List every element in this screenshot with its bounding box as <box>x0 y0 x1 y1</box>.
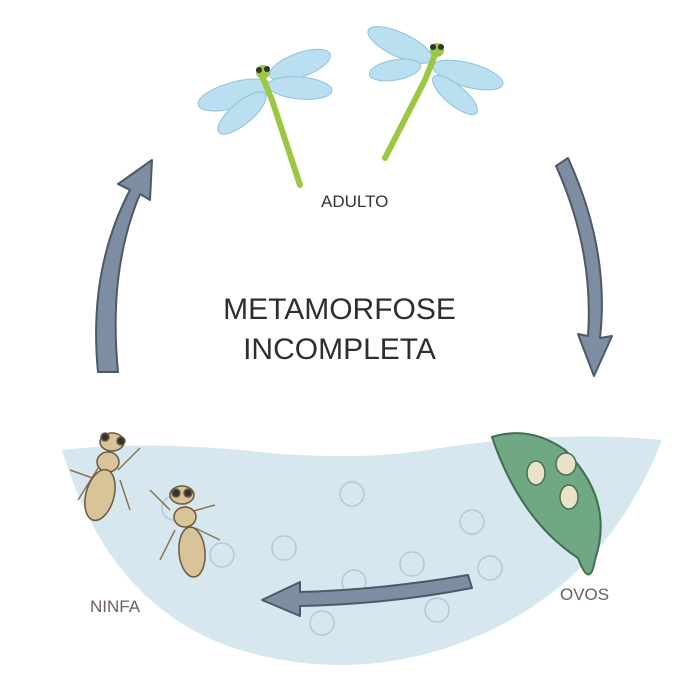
nymph-2 <box>149 485 221 578</box>
nymph-1 <box>69 432 141 522</box>
leaf-with-eggs <box>490 432 602 576</box>
title-line-2: INCOMPLETA <box>243 333 436 366</box>
label-nymph: NINFA <box>90 597 141 616</box>
water <box>62 436 662 665</box>
arrow-adult-to-eggs <box>555 157 613 377</box>
label-adult: ADULTO <box>321 192 389 211</box>
arrow-eggs-to-nymph <box>261 574 473 617</box>
cycle-arrows <box>95 157 613 617</box>
title-line-1: METAMORFOSE <box>223 293 456 326</box>
arrow-nymph-to-adult <box>95 159 153 373</box>
dragonfly-left <box>197 48 333 188</box>
label-eggs: OVOS <box>560 585 610 604</box>
bubbles <box>161 481 503 636</box>
dragonfly-right <box>367 26 504 161</box>
diagram-title: METAMORFOSE INCOMPLETA <box>0 290 679 370</box>
